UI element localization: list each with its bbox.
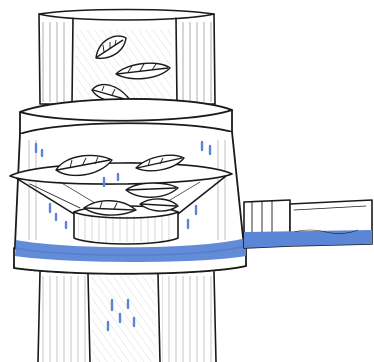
inlet-pipe: [39, 10, 215, 105]
downpipe-bottom: [38, 272, 216, 362]
outlet-water: [244, 230, 372, 248]
